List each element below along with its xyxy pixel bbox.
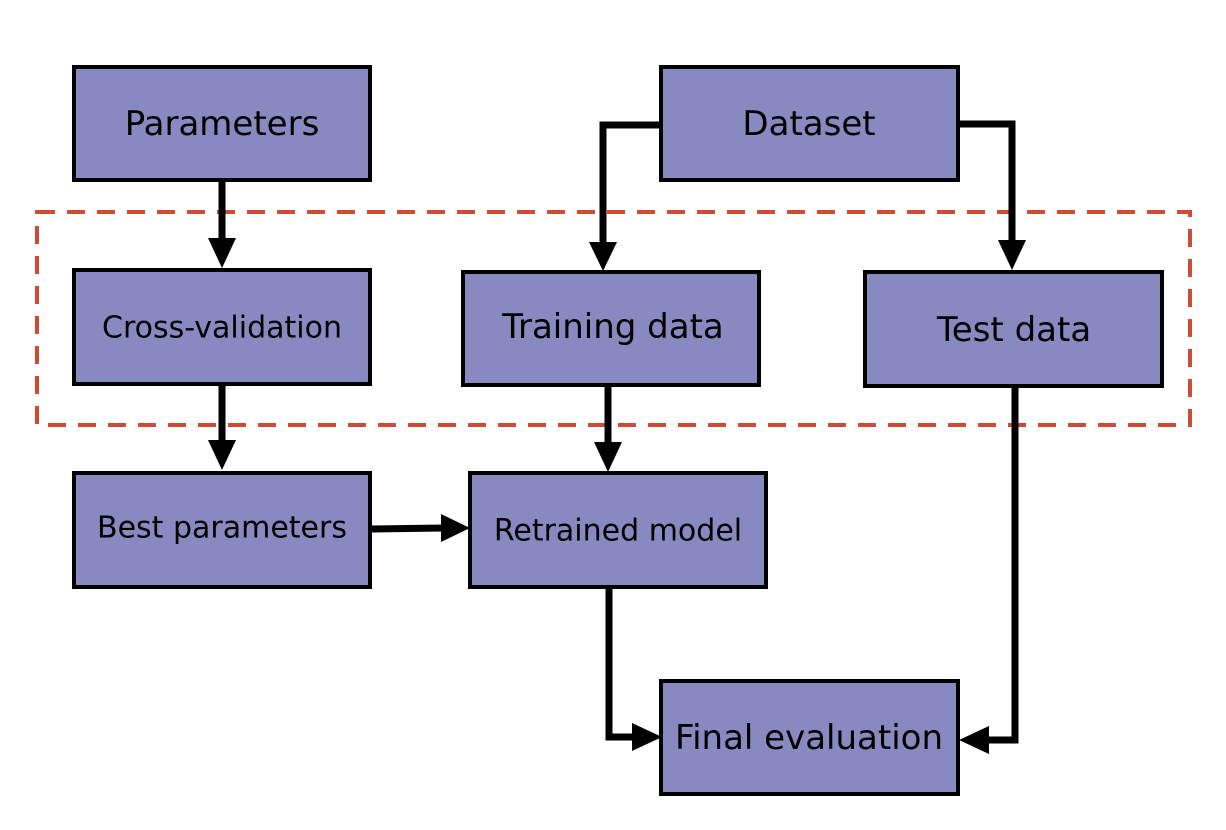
edge-parameters-to-cross-validation [208,180,236,268]
edge-retrained-model-to-final-evaluation [605,587,662,751]
edge-test-data-to-final-evaluation [959,386,1019,754]
node-test-data-label: Test data [936,310,1091,350]
edges [208,120,1026,754]
node-final-evaluation-label: Final evaluation [675,718,943,758]
node-cross-validation-label: Cross-validation [102,311,342,346]
node-best-parameters-label: Best parameters [97,511,347,546]
node-parameters-label: Parameters [125,104,320,144]
node-training-data-label: Training data [501,307,724,347]
node-best-parameters: Best parameters [72,471,372,589]
edge-cross-validation-to-best-parameters [208,384,236,470]
node-cross-validation: Cross-validation [72,268,372,386]
node-training-data: Training data [461,270,761,387]
node-test-data: Test data [863,270,1164,388]
node-final-evaluation: Final evaluation [659,679,960,796]
edge-dataset-to-test-data [958,120,1026,270]
node-retrained-model: Retrained model [468,471,768,589]
node-parameters: Parameters [72,65,372,182]
edge-best-parameters-to-retrained-model [370,514,470,542]
node-dataset: Dataset [659,65,960,182]
node-retrained-model-label: Retrained model [494,514,742,549]
node-dataset-label: Dataset [742,104,875,144]
edge-training-data-to-retrained-model [594,385,622,472]
edge-dataset-to-training-data [589,121,660,271]
dashed-group-box [35,210,1192,427]
